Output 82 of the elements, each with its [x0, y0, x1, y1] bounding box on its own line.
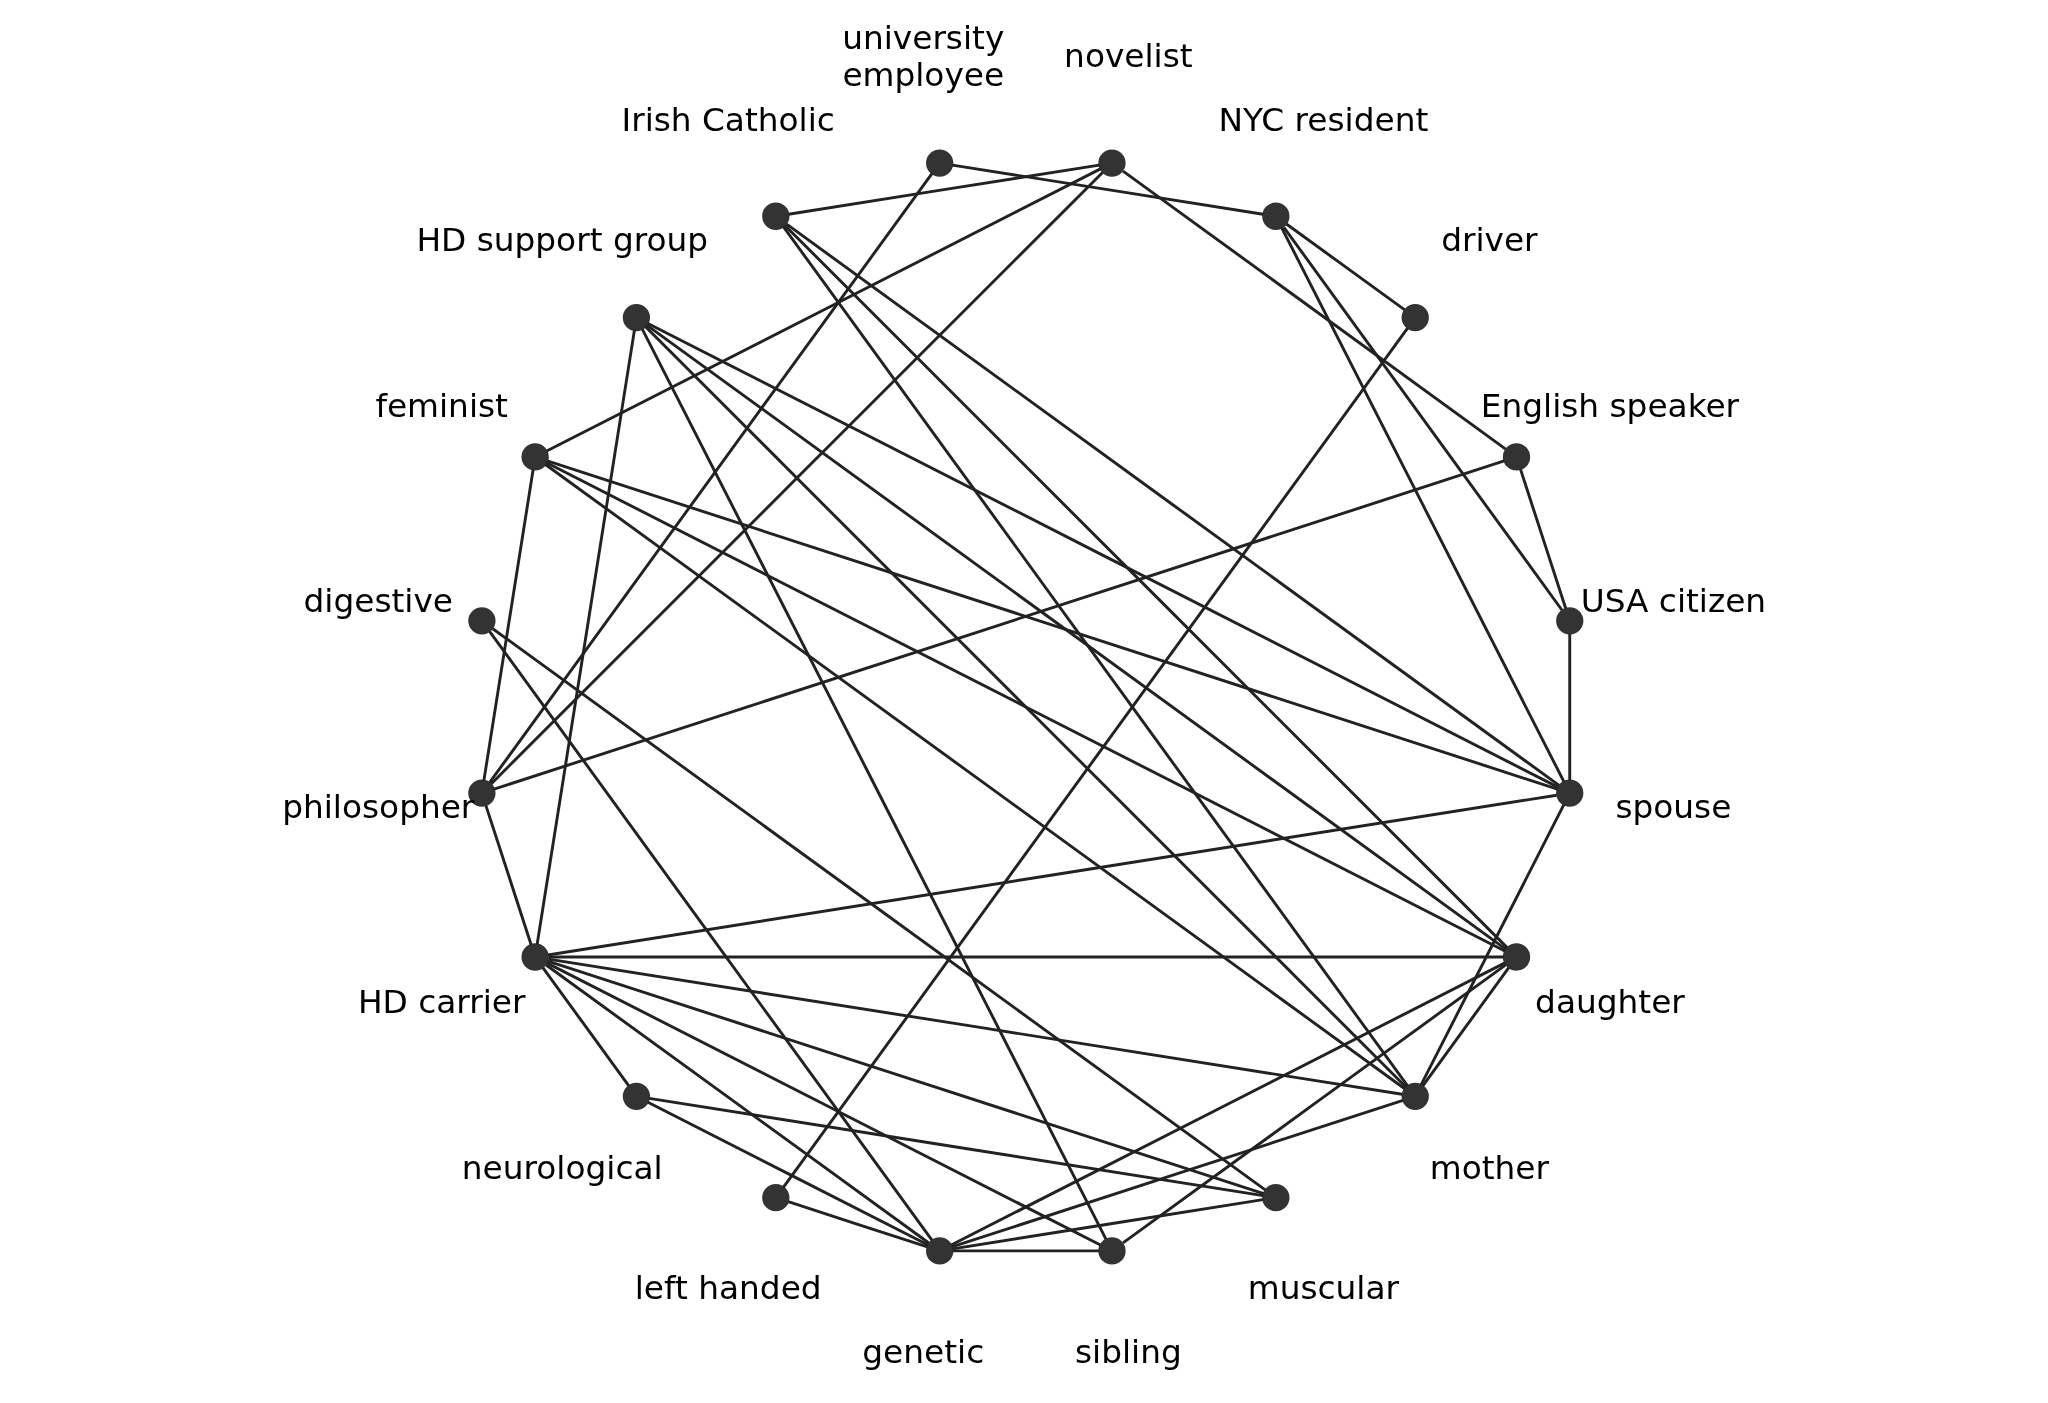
connector [548, 955, 1504, 959]
connector [484, 805, 533, 946]
node-circle [926, 149, 954, 177]
node-label: Irish Catholic [621, 100, 835, 139]
node-label: university employee [842, 19, 1005, 94]
connector [541, 966, 630, 1087]
connector [545, 963, 930, 1245]
connector [488, 630, 934, 1242]
connector [785, 223, 1560, 787]
node-label: digestive [303, 582, 453, 621]
node-circle [521, 943, 549, 971]
node-label: sibling [1074, 1332, 1182, 1371]
connector [950, 961, 1506, 1247]
connector [952, 163, 1264, 216]
node-label: left handed [634, 1269, 822, 1308]
node-label: genetic [862, 1332, 985, 1371]
node-label: muscular [1247, 1269, 1400, 1308]
node-circle [1098, 1237, 1126, 1265]
connector [1421, 966, 1510, 1087]
node-label: NYC resident [1218, 100, 1429, 139]
node-label: neurological [461, 1148, 663, 1187]
node-circle [762, 1184, 790, 1212]
connector [488, 172, 934, 784]
node-label: spouse [1615, 787, 1732, 826]
connector [782, 225, 1409, 1087]
connector [544, 463, 1406, 1090]
connector [951, 1098, 1404, 1249]
connector [782, 327, 1409, 1189]
node-circle [1098, 149, 1126, 177]
connector [546, 461, 1506, 953]
node-circle [1556, 607, 1584, 635]
connector [1280, 227, 1566, 783]
node-label: HD carrier [357, 982, 526, 1021]
node-circle [1262, 1184, 1290, 1212]
node-label: HD support group [416, 221, 709, 260]
connector [490, 171, 1104, 785]
node-label: philosopher [282, 787, 475, 826]
connector [645, 323, 1507, 951]
node-circle [622, 1082, 651, 1111]
connector [535, 330, 636, 945]
node-circle [762, 202, 790, 230]
connector [547, 959, 1265, 1196]
connector [482, 469, 535, 781]
connector [783, 224, 1509, 949]
node-label: mother [1429, 1148, 1550, 1187]
connector [547, 793, 1557, 957]
node-circle [926, 1237, 954, 1265]
node-circle [1502, 943, 1531, 971]
connector [788, 163, 1100, 216]
connector [647, 1100, 929, 1247]
node-circle [1556, 779, 1584, 807]
connector [1568, 633, 1572, 781]
node-circle [1502, 443, 1531, 471]
node-label: novelist [1064, 37, 1193, 76]
node-label: driver [1441, 221, 1538, 260]
node-circle [1401, 1082, 1429, 1111]
node-label: English speaker [1480, 387, 1740, 426]
node-label: feminist [375, 387, 508, 426]
connector [952, 1198, 1264, 1251]
connector [548, 957, 1403, 1096]
connector [952, 1249, 1099, 1253]
node-label: USA citizen [1580, 582, 1767, 621]
node-circle [622, 303, 651, 332]
node-circle [1262, 202, 1290, 230]
connector [1419, 804, 1566, 1086]
connector [1519, 468, 1568, 609]
connector [649, 1096, 1264, 1198]
node-circle [468, 607, 496, 635]
connector [546, 167, 1102, 453]
connector [641, 328, 1108, 1240]
connector [644, 325, 1407, 1089]
connector [1282, 226, 1564, 611]
connector [1122, 169, 1507, 451]
connector [491, 627, 1267, 1192]
node-circle [521, 443, 549, 471]
connector [1285, 222, 1406, 312]
node-circle [1401, 303, 1429, 332]
node-label: daughter [1535, 982, 1685, 1021]
connector [647, 322, 1559, 789]
connector [546, 961, 1102, 1247]
connector [1122, 963, 1507, 1245]
connector [787, 1200, 928, 1249]
